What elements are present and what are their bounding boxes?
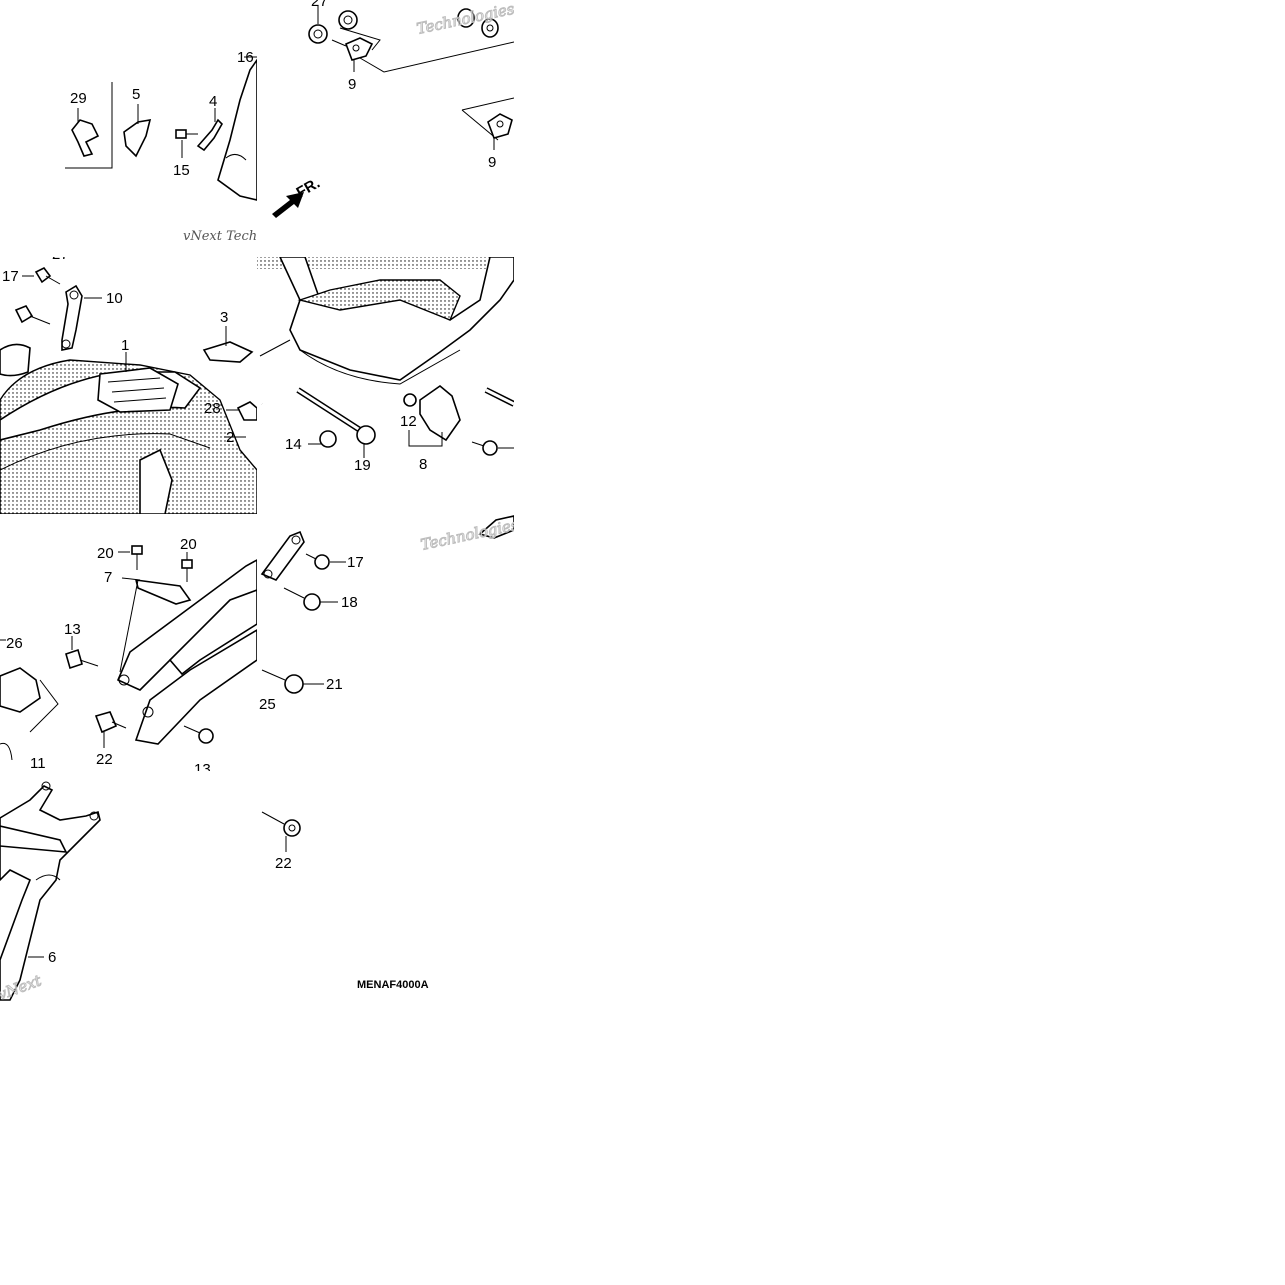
tile-lower-left: 20 20 7 26 13 22 11 13 — [0, 536, 257, 778]
callout-2: 2 — [226, 429, 234, 446]
link-10 — [61, 284, 83, 351]
tile-lower-center: 17 18 21 25 Technologies — [259, 515, 520, 713]
callout-28: 28 — [204, 400, 221, 417]
callout-29: 29 — [70, 90, 87, 107]
callout-18: 18 — [341, 594, 358, 611]
callout-11: 11 — [30, 755, 46, 772]
callout-13-b: 13 — [194, 761, 211, 778]
bracket-26 — [0, 667, 41, 713]
watermark-text-2: Technologies — [415, 0, 516, 38]
frame-cradle — [279, 257, 514, 381]
part-16 — [217, 58, 257, 201]
callout-4: 4 — [209, 93, 217, 110]
nut-28 — [236, 401, 257, 421]
bracket-7 — [134, 579, 192, 605]
guard-8 — [419, 384, 461, 442]
steering-head — [0, 343, 31, 377]
callout-27-top: 27 — [311, 0, 328, 10]
bracket-part-29 — [71, 119, 100, 157]
callout-20-a: 20 — [97, 545, 114, 562]
mount-9-bottom — [487, 113, 513, 139]
callout-14: 14 — [285, 436, 302, 453]
front-direction-arrow — [272, 192, 304, 218]
callout-20-b: 20 — [180, 536, 197, 553]
callout-9-b: 9 — [488, 154, 496, 171]
callout-12: 12 — [400, 413, 417, 430]
tile-middle-left: 23 27 24 17 10 3 1 28 2 — [0, 229, 257, 514]
callout-10: 10 — [106, 290, 123, 307]
bracket-3 — [202, 341, 254, 363]
callout-7: 7 — [104, 569, 112, 586]
rear-frame-strut-upper — [116, 559, 257, 691]
tile-top-center: FR. 27 9 9 Technologies — [272, 0, 516, 218]
callout-27-b: 27 — [52, 246, 69, 263]
callout-13-a: 13 — [64, 621, 81, 638]
callout-1: 1 — [121, 337, 129, 354]
callout-16: 16 — [237, 49, 254, 66]
callout-25: 25 — [259, 696, 276, 713]
callout-22-a: 22 — [96, 751, 113, 768]
callout-23: 23 — [83, 229, 100, 246]
callout-17-b: 17 — [347, 554, 364, 571]
callout-6: 6 — [48, 949, 56, 966]
callout-8: 8 — [419, 456, 427, 473]
tile-middle-center: 14 19 12 8 — [257, 257, 514, 474]
callout-22-b: 22 — [275, 855, 292, 872]
diagram-code: MENAF4000A — [357, 979, 429, 991]
link-arm — [260, 530, 305, 581]
part-4 — [196, 118, 223, 152]
bracket-part-5 — [123, 119, 152, 158]
callout-3: 3 — [220, 309, 228, 326]
callout-21: 21 — [326, 676, 343, 693]
callout-5: 5 — [132, 86, 140, 103]
tile-bottom-left: 6 vNext — [0, 781, 101, 1004]
watermark-text-3: Technologies — [419, 516, 520, 554]
callout-19: 19 — [354, 457, 371, 474]
pivot-plate — [139, 448, 173, 514]
callout-26: 26 — [6, 635, 23, 652]
callout-15: 15 — [173, 162, 190, 179]
callout-24: 24 — [224, 242, 241, 259]
subframe-6 — [0, 785, 101, 1001]
watermark-text-1: vNext Technologies — [183, 229, 312, 244]
tile-top-left: 29 5 4 15 16 vNext Technologies — [65, 49, 312, 244]
rear-frame-strut-lower — [134, 629, 257, 745]
tile-bottom-center: 22 MENAF4000A — [261, 811, 429, 991]
callout-17-a: 17 — [2, 268, 19, 285]
callout-9-a: 9 — [348, 76, 356, 93]
